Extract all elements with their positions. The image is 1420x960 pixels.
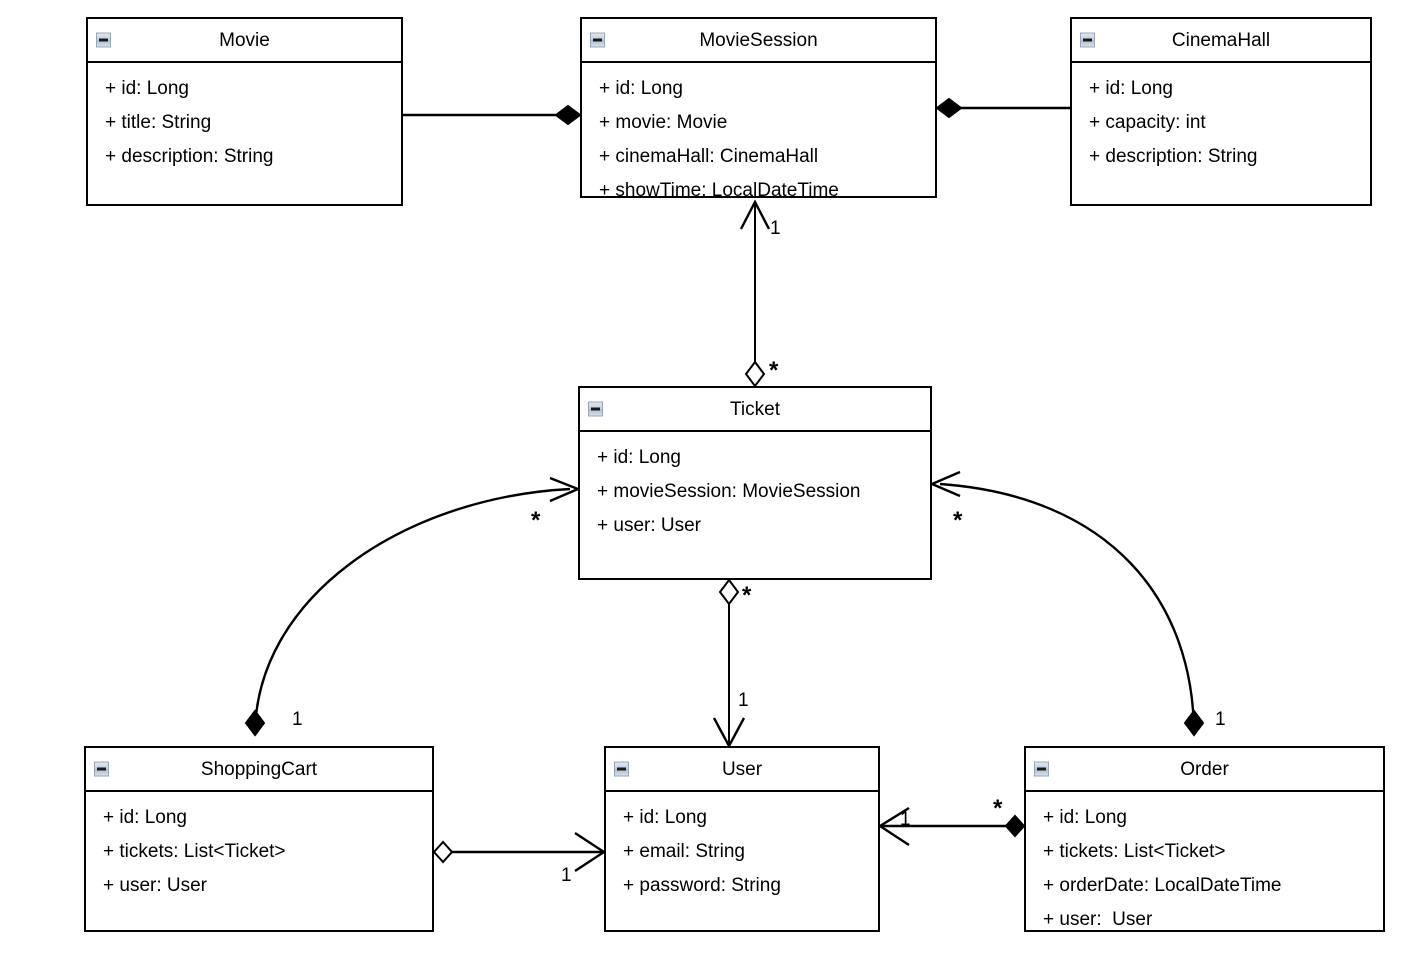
attribute-row: + id: Long <box>599 78 683 99</box>
attribute-row: + user: User <box>597 515 702 536</box>
collapse-minus-icon[interactable] <box>588 401 603 417</box>
multiplicity-label: * <box>953 507 963 534</box>
attribute-row: + id: Long <box>105 78 189 99</box>
attribute-row: + id: Long <box>1089 78 1173 99</box>
multiplicity-label: 1 <box>292 709 303 730</box>
hollow-diamond-icon <box>744 360 766 388</box>
hollow-diamond-icon <box>432 840 454 864</box>
multiplicity-label: 1 <box>900 809 911 830</box>
multiplicity-label: 1 <box>738 690 749 711</box>
collapse-minus-icon[interactable] <box>614 761 629 777</box>
filled-diamond-icon <box>1004 814 1026 838</box>
multiplicity-label: 1 <box>561 865 572 886</box>
class-box-shoppingcart[interactable]: ShoppingCart + id: Long + tickets: List<… <box>84 746 434 932</box>
class-name: Order <box>1180 758 1229 780</box>
multiplicity-label: * <box>742 582 752 609</box>
multiplicity-label: 1 <box>1215 709 1226 730</box>
attribute-row: + description: String <box>105 146 274 167</box>
attribute-row: + id: Long <box>103 807 187 828</box>
collapse-minus-icon[interactable] <box>96 32 111 48</box>
filled-diamond-icon <box>935 97 963 119</box>
edge-movie-moviesession[interactable] <box>403 104 582 126</box>
open-arrow-icon <box>712 717 746 749</box>
attribute-row: + user: User <box>1043 909 1153 930</box>
class-name: MovieSession <box>699 29 818 51</box>
attribute-row: + tickets: List<Ticket> <box>1043 841 1226 862</box>
class-attributes: + id: Long + email: String + password: S… <box>606 792 878 903</box>
class-name: CinemaHall <box>1171 29 1271 51</box>
attribute-row: + id: Long <box>1043 807 1127 828</box>
attribute-row: + id: Long <box>623 807 707 828</box>
class-name: ShoppingCart <box>200 758 318 780</box>
class-box-order[interactable]: Order + id: Long + tickets: List<Ticket>… <box>1024 746 1385 932</box>
class-box-cinemahall[interactable]: CinemaHall + id: Long + capacity: int + … <box>1070 17 1372 206</box>
attribute-row: + id: Long <box>597 447 681 468</box>
attribute-row: + description: String <box>1089 146 1258 167</box>
multiplicity-label: 1 <box>770 218 781 239</box>
class-box-user[interactable]: User + id: Long + email: String + passwo… <box>604 746 880 932</box>
attribute-row: + password: String <box>623 875 781 896</box>
class-name: User <box>721 758 763 780</box>
attribute-row: + orderDate: LocalDateTime <box>1043 875 1282 896</box>
class-attributes: + id: Long + title: String + description… <box>88 63 401 174</box>
class-box-moviesession[interactable]: MovieSession + id: Long + movie: Movie +… <box>580 17 937 201</box>
open-arrow-icon <box>574 831 607 873</box>
collapse-minus-icon[interactable] <box>590 32 605 48</box>
class-header: ShoppingCart <box>86 748 432 792</box>
edge-shoppingcart-ticket[interactable] <box>244 476 582 737</box>
multiplicity-label: * <box>769 357 779 384</box>
edge-ticket-user[interactable] <box>712 578 746 749</box>
multiplicity-label: * <box>531 507 541 534</box>
multiplicity-label: * <box>993 795 1003 822</box>
class-box-movie[interactable]: Movie + id: Long + title: String + descr… <box>86 17 403 206</box>
class-header: Movie <box>88 19 401 63</box>
open-arrow-icon <box>928 470 961 498</box>
class-name: Movie <box>219 29 270 51</box>
attribute-row: + showTime: LocalDateTime <box>599 180 839 201</box>
attribute-row: + movieSession: MovieSession <box>597 481 861 502</box>
hollow-diamond-icon <box>718 578 740 606</box>
class-box-ticket[interactable]: Ticket + id: Long + movieSession: MovieS… <box>578 386 932 580</box>
filled-diamond-icon <box>1183 709 1205 737</box>
edge-cinemahall-moviesession[interactable] <box>935 97 1070 119</box>
class-header: CinemaHall <box>1072 19 1370 63</box>
filled-diamond-icon <box>244 709 266 737</box>
attribute-row: + capacity: int <box>1089 112 1206 133</box>
class-attributes: + id: Long + movie: Movie + cinemaHall: … <box>582 63 935 208</box>
class-attributes: + id: Long + movieSession: MovieSession … <box>580 432 930 543</box>
filled-diamond-icon <box>554 104 582 126</box>
edge-ticket-moviesession[interactable] <box>739 199 771 388</box>
class-name: Ticket <box>730 398 780 420</box>
edge-order-ticket[interactable] <box>928 470 1205 737</box>
class-attributes: + id: Long + capacity: int + description… <box>1072 63 1370 174</box>
class-attributes: + id: Long + tickets: List<Ticket> + ord… <box>1026 792 1383 937</box>
class-header: MovieSession <box>582 19 935 63</box>
attribute-row: + cinemaHall: CinemaHall <box>599 146 819 167</box>
collapse-minus-icon[interactable] <box>1080 32 1095 48</box>
attribute-row: + tickets: List<Ticket> <box>103 841 286 862</box>
open-arrow-icon <box>549 476 582 503</box>
class-attributes: + id: Long + tickets: List<Ticket> + use… <box>86 792 432 903</box>
class-header: Ticket <box>580 388 930 432</box>
class-header: User <box>606 748 878 792</box>
collapse-minus-icon[interactable] <box>1034 761 1049 777</box>
attribute-row: + email: String <box>623 841 745 862</box>
attribute-row: + title: String <box>105 112 212 133</box>
class-header: Order <box>1026 748 1383 792</box>
collapse-minus-icon[interactable] <box>94 761 109 777</box>
attribute-row: + movie: Movie <box>599 112 728 133</box>
attribute-row: + user: User <box>103 875 208 896</box>
edge-shoppingcart-user[interactable] <box>432 831 607 873</box>
